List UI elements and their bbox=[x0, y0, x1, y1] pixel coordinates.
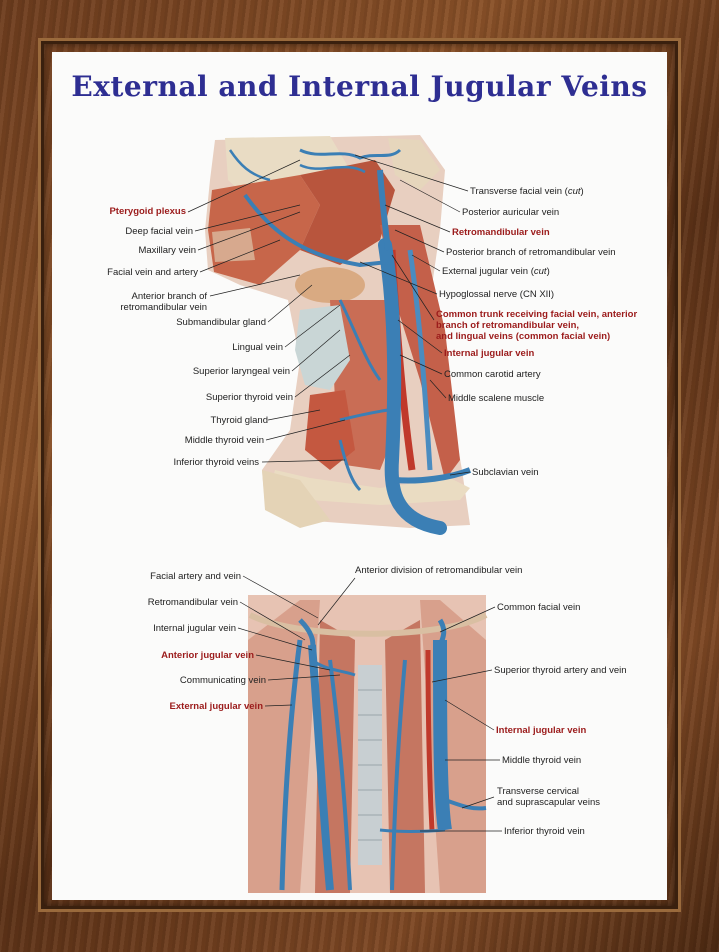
label-superior-laryngeal-vein: Superior laryngeal vein bbox=[192, 366, 290, 377]
label-inferior-thyroid-veins: Inferior thyroid veins bbox=[173, 457, 259, 468]
label-anterior-branch-2: retromandibular vein bbox=[120, 302, 207, 313]
label-subclavian-vein: Subclavian vein bbox=[472, 467, 539, 478]
label-retromandibular-vein: Retromandibular vein bbox=[452, 227, 550, 238]
label-common-carotid-artery: Common carotid artery bbox=[444, 369, 541, 380]
label-posterior-branch-retromandibular: Posterior branch of retromandibular vein bbox=[446, 247, 616, 258]
label-transverse-facial-vein: Transverse facial vein (cut) bbox=[470, 186, 584, 197]
label-internal-jugular-right: Internal jugular vein bbox=[496, 725, 587, 736]
label-common-trunk-2: branch of retromandibular vein, bbox=[436, 320, 580, 331]
label-transverse-cervical-1: Transverse cervical bbox=[497, 786, 580, 797]
label-superior-thyroid-vein: Superior thyroid vein bbox=[205, 392, 293, 403]
label-common-trunk-3: and lingual veins (common facial vein) bbox=[436, 331, 611, 342]
label-inferior-thyroid-vein: Inferior thyroid vein bbox=[504, 826, 585, 837]
label-middle-scalene-muscle: Middle scalene muscle bbox=[448, 393, 545, 404]
label-hypoglossal-nerve: Hypoglossal nerve (CN XII) bbox=[439, 289, 555, 300]
label-lingual-vein: Lingual vein bbox=[232, 342, 283, 353]
poster-title: External and Internal Jugular Veins bbox=[71, 70, 648, 103]
label-superior-thyroid-artery-vein: Superior thyroid artery and vein bbox=[494, 665, 627, 676]
label-submandibular-gland: Submandibular gland bbox=[176, 317, 266, 328]
label-facial-vein-artery: Facial vein and artery bbox=[107, 267, 198, 278]
label-common-facial-vein: Common facial vein bbox=[497, 602, 581, 613]
label-posterior-auricular-vein: Posterior auricular vein bbox=[462, 207, 560, 218]
label-deep-facial-vein: Deep facial vein bbox=[125, 226, 193, 237]
label-external-jugular-vein: External jugular vein bbox=[169, 701, 263, 712]
label-communicating-vein: Communicating vein bbox=[179, 675, 266, 686]
label-anterior-division-retromandibular: Anterior division of retromandibular vei… bbox=[355, 565, 523, 576]
label-anterior-jugular-vein: Anterior jugular vein bbox=[161, 650, 254, 661]
label-maxillary-vein: Maxillary vein bbox=[138, 245, 196, 256]
label-pterygoid-plexus: Pterygoid plexus bbox=[109, 206, 186, 217]
label-internal-jugular-left: Internal jugular vein bbox=[153, 623, 236, 634]
anterior-neck-illustration bbox=[237, 575, 502, 893]
label-retromandibular-vein-bottom: Retromandibular vein bbox=[147, 597, 238, 608]
label-common-trunk-1: Common trunk receiving facial vein, ante… bbox=[436, 309, 638, 320]
label-middle-thyroid-vein-bottom: Middle thyroid vein bbox=[502, 755, 582, 766]
lateral-neck-illustration bbox=[187, 135, 472, 535]
label-thyroid-gland: Thyroid gland bbox=[210, 415, 268, 426]
label-external-jugular-cut: External jugular vein (cut) bbox=[442, 266, 550, 277]
label-anterior-branch-1: Anterior branch of bbox=[131, 291, 207, 302]
label-middle-thyroid-vein: Middle thyroid vein bbox=[184, 435, 264, 446]
label-transverse-cervical-2: and suprascapular veins bbox=[497, 797, 600, 808]
label-facial-artery-vein: Facial artery and vein bbox=[150, 571, 241, 582]
label-internal-jugular-top: Internal jugular vein bbox=[444, 348, 535, 359]
